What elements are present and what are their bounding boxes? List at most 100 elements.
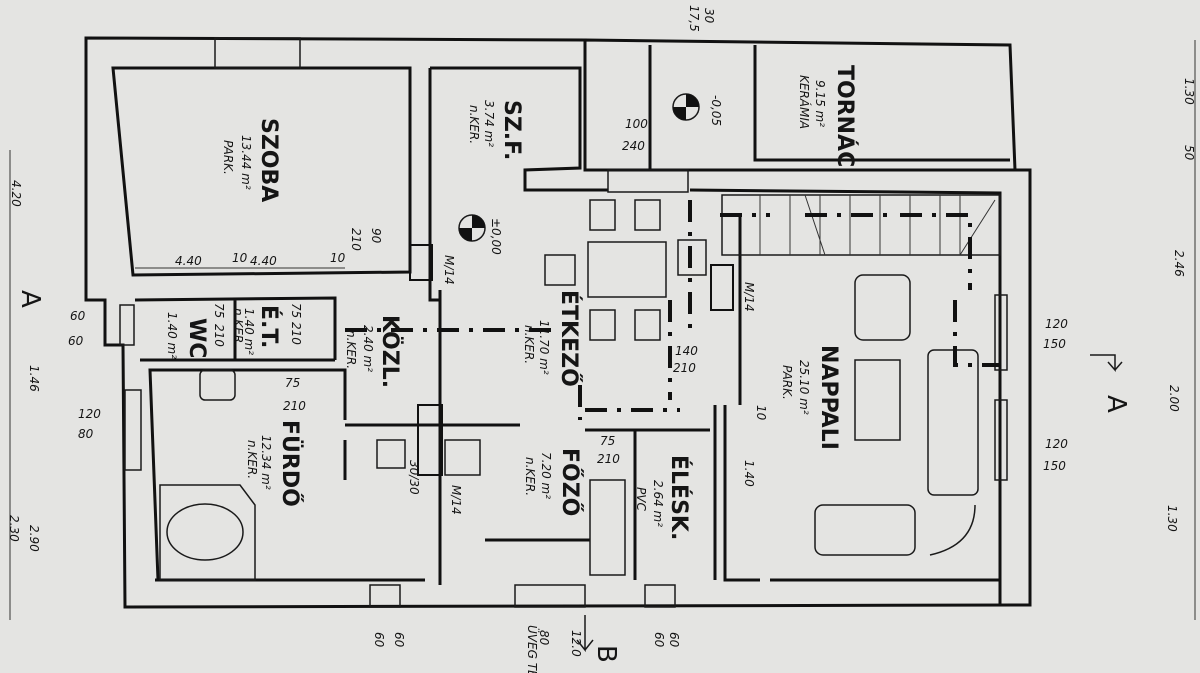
rooms-szf-name-label: SZ.F. — [499, 100, 524, 160]
window-szoba — [214, 37, 301, 69]
dimensions-szoba_a-label: 4.40 — [175, 254, 202, 268]
level-marker-porch: -0,05 — [672, 93, 723, 126]
openings-et_door-0-label: 75 — [289, 303, 303, 318]
window-bottom-1 — [369, 584, 401, 608]
staircase — [720, 194, 1001, 290]
dimensions-szoba_b-label: 4.40 — [250, 254, 277, 268]
openings-win_bottom_3-0-label: 60 — [667, 632, 681, 648]
dimensions-chimney-label: M/14 — [442, 255, 456, 285]
rooms-et-area-label: 1.40 m² — [242, 308, 256, 355]
rooms-furdo-floor-label: n.KER. — [245, 440, 259, 479]
window-furdo — [124, 389, 142, 471]
openings-win_right_2-1-label: 150 — [1043, 459, 1066, 473]
level-marker-main: ±0,00 — [458, 214, 503, 255]
openings-step-0-label: 17,5 — [687, 5, 701, 32]
room-szoba: SZOBA 13.44 m² PARK. — [221, 118, 281, 202]
rooms-szoba-name-label: SZOBA — [256, 118, 281, 202]
rooms-furdo-area-label: 12.34 m² — [259, 435, 273, 490]
exterior-walls — [84, 36, 1032, 609]
dimensions-chimney3-label: M/14 — [742, 282, 756, 312]
rooms-etkezo-floor-label: n.KER. — [522, 325, 536, 364]
rooms-szoba-area-label: 13.44 m² — [239, 135, 253, 190]
room-furdo: FÜRDŐ 12.34 m² n.KER. — [245, 420, 303, 507]
rooms-szoba-floor-label: PARK. — [221, 140, 235, 175]
dimensions-szoba_c-label: 10 — [232, 251, 248, 265]
rooms-szf-floor-label: n.KER. — [467, 105, 481, 144]
rooms-kozl-floor-label: n.KER. — [344, 330, 358, 369]
window-wc — [119, 304, 135, 346]
room-szf: SZ.F. 3.74 m² n.KER. — [467, 100, 524, 160]
rooms-nappali-area-label: 25.10 m² — [797, 360, 811, 415]
openings-win_left_1-1-label: 60 — [68, 334, 84, 348]
room-elesk: ÉLÉSK. 2.64 m² PVC — [634, 455, 692, 540]
rooms-elesk-area-label: 2.64 m² — [651, 480, 665, 527]
rooms-et-name-label: É.T. — [256, 305, 282, 348]
openings-szoba_door-1-label: 210 — [349, 228, 363, 251]
openings-win_left_2-1-label: 80 — [78, 427, 94, 441]
rooms-fozo-name-label: FŐZŐ — [557, 448, 583, 516]
rooms-elesk-floor-label: PVC — [634, 487, 648, 511]
rooms-nappali-name-label: NAPPALI — [816, 345, 841, 450]
dimensions-right_d-label: 2.00 — [1167, 385, 1181, 412]
chimney-icon — [710, 264, 734, 311]
openings-win_left_2-0-label: 120 — [78, 407, 101, 421]
openings-win_bottom_1-1-label: 60 — [372, 632, 386, 648]
window-bottom-2 — [514, 584, 586, 608]
boiler-icon — [376, 439, 406, 469]
dimensions-chimney4-label: 30/30 — [407, 460, 421, 495]
openings-win_right_1-0-label: 120 — [1045, 317, 1068, 331]
dimension-labels: 4.40 4.40 10 10 4.20 1.46 2.90 2.30 1.30… — [7, 40, 1196, 657]
section-marker-b: B — [576, 615, 621, 663]
window-bottom-3 — [644, 584, 676, 608]
room-tornac: TORNÁC 9.15 m² KERÁMIA — [797, 65, 858, 167]
rooms-etkezo-area-label: 11.70 m² — [537, 320, 551, 375]
interior-dashed-lines — [345, 200, 1000, 420]
dimensions-left_total-label: 4.20 — [9, 180, 23, 207]
stove-icon — [444, 439, 481, 476]
rooms-kozl-name-label: KÖZL. — [377, 315, 403, 388]
rooms-fozo-area-label: 7.20 m² — [539, 452, 553, 499]
room-fozo: FŐZŐ 7.20 m² n.KER. — [523, 448, 583, 516]
room-et: É.T. 1.40 m² n.KER. — [231, 305, 282, 355]
openings-wc_door-0-label: 75 — [212, 303, 226, 318]
rooms-tornac-floor-label: KERÁMIA — [797, 75, 812, 129]
section_markers-b-label: B — [591, 645, 621, 663]
rooms-tornac-name-label: TORNÁC — [832, 65, 858, 167]
rooms-elesk-name-label: ÉLÉSK. — [666, 455, 692, 540]
dimensions-nappali_bench_w-label: 10 — [754, 405, 768, 421]
dimensions-right_b-label: 50 — [1182, 145, 1196, 161]
window-nappali-1 — [994, 294, 1008, 371]
rooms-wc-area-label: 1.40 m² — [165, 312, 179, 359]
rooms-furdo-name-label: FÜRDŐ — [277, 420, 303, 507]
dimensions-chimney2-label: M/14 — [449, 485, 463, 515]
rooms-etkezo-name-label: ÉTKEZŐ — [556, 290, 582, 387]
section-marker-a-right: A — [1090, 354, 1131, 413]
section_markers-a-label: A — [15, 290, 45, 308]
openings-furdo_door-1-label: 210 — [283, 399, 306, 413]
bathtub-icon — [159, 484, 256, 581]
dimensions-right_a-label: 1.30 — [1182, 78, 1196, 105]
dimensions-nappali_bench-label: 1.40 — [742, 460, 756, 487]
room-nappali: NAPPALI 25.10 m² PARK. — [780, 345, 841, 450]
sink-icon — [589, 479, 626, 576]
dimensions-left_c-label: 2.30 — [7, 515, 21, 542]
openings-win_bottom_2-0-label: 80 — [537, 630, 551, 646]
dimensions-right_c-label: 2.46 — [1172, 250, 1186, 277]
room-kozl: KÖZL. 2.40 m² n.KER. — [344, 315, 403, 388]
rooms-kozl-area-label: 2.40 m² — [361, 325, 375, 372]
openings-et_door-1-label: 210 — [289, 322, 303, 345]
openings-win_right_2-0-label: 120 — [1045, 437, 1068, 451]
dimensions-right_e-label: 1.30 — [1165, 505, 1179, 532]
dimensions-fozo_h-label: 12.0 — [569, 630, 583, 657]
levels-porch-label: -0,05 — [709, 95, 723, 126]
levels-main-label: ±0,00 — [489, 218, 503, 255]
room-etkezo: ÉTKEZŐ 11.70 m² n.KER. — [522, 290, 582, 387]
rooms-et-floor-label: n.KER. — [231, 308, 245, 347]
toilet-icon — [199, 369, 236, 401]
chimney-icon — [409, 244, 433, 281]
rooms-tornac-area-label: 9.15 m² — [813, 80, 827, 127]
openings-fozo_door-0-label: 75 — [600, 434, 615, 448]
openings-entry-0-label: 100 — [625, 117, 648, 131]
openings-step-1-label: 30 — [702, 8, 716, 24]
